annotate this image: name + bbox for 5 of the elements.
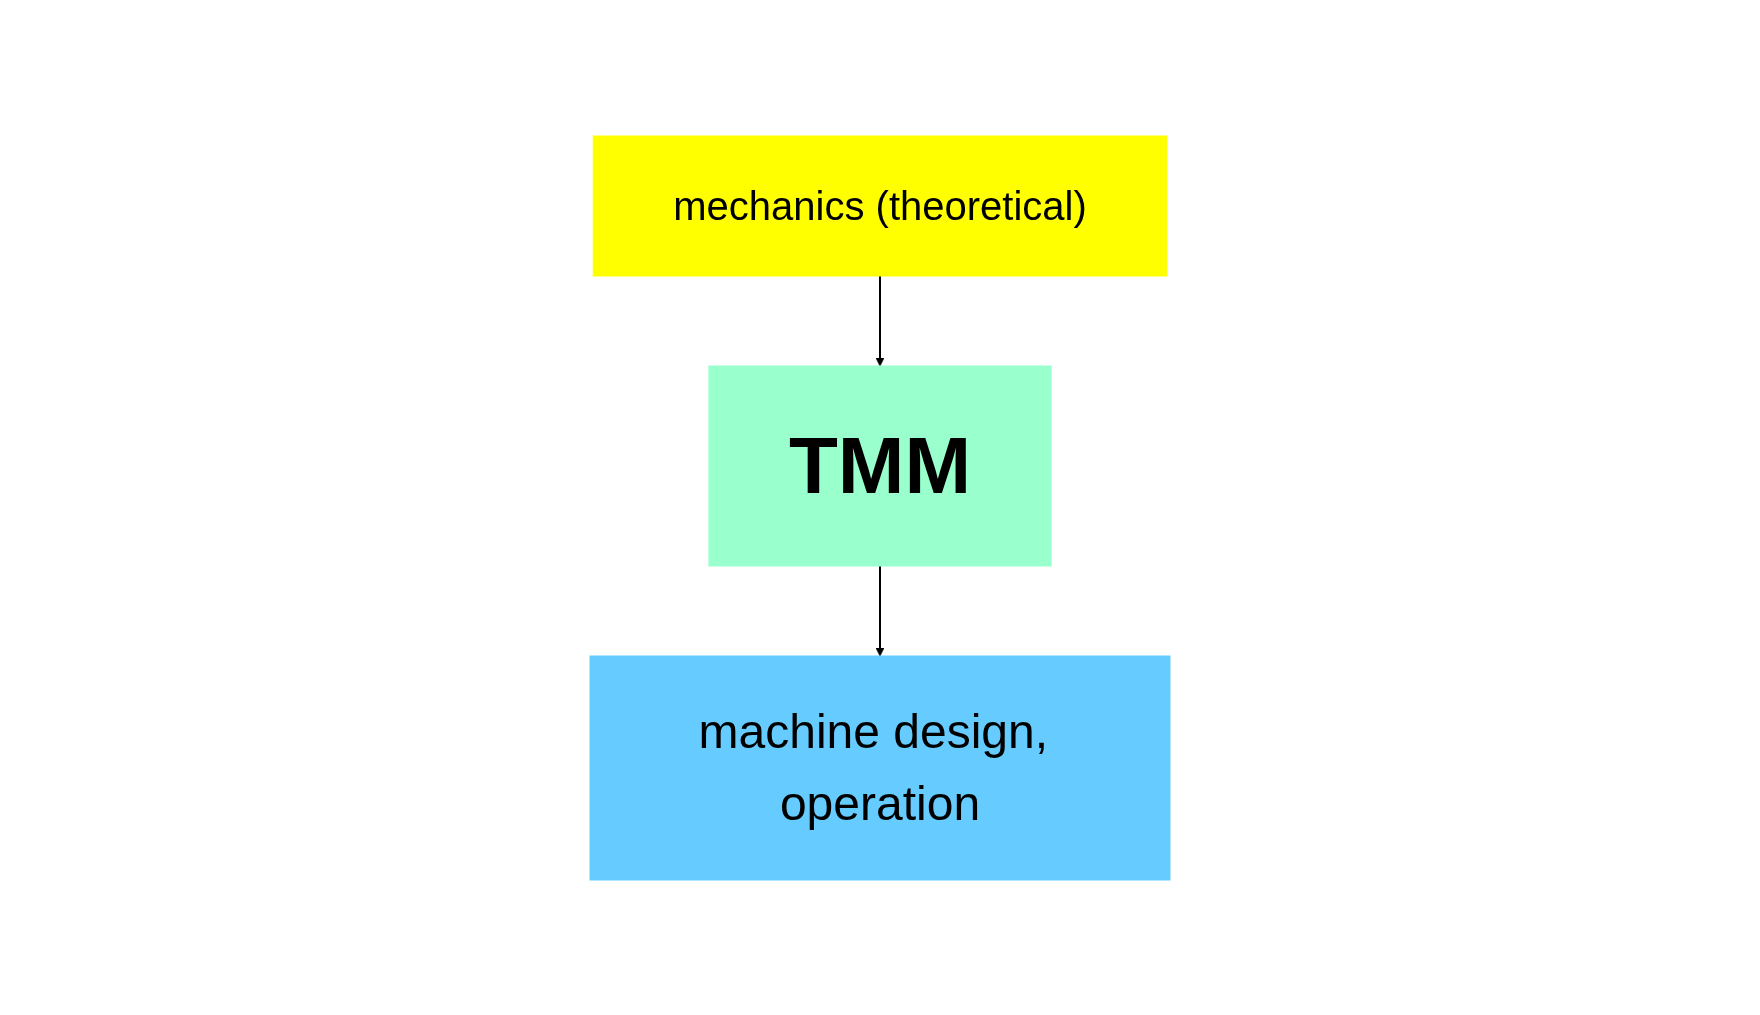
arrow <box>875 564 885 656</box>
node-box: machine design, operation <box>589 655 1171 880</box>
node-box: TMM <box>708 365 1052 566</box>
node-box: mechanics (theoretical) <box>592 135 1168 276</box>
arrow <box>875 274 885 366</box>
